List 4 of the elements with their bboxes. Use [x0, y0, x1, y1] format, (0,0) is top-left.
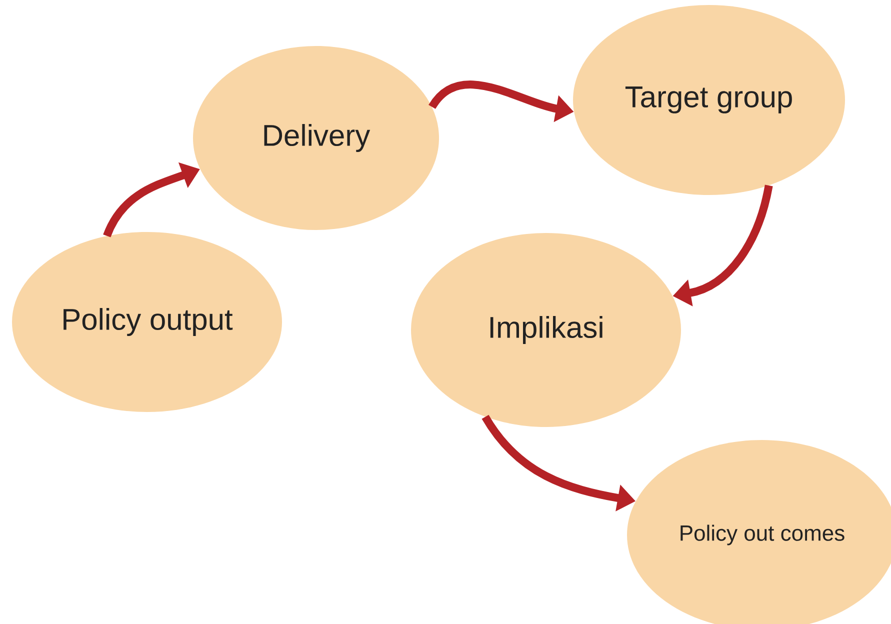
ellipse-node: Implikasi — [411, 233, 681, 427]
ellipse-node: Delivery — [193, 46, 439, 230]
ellipse-node: Target group — [573, 5, 845, 195]
ellipse-node: Policy output — [12, 232, 282, 412]
